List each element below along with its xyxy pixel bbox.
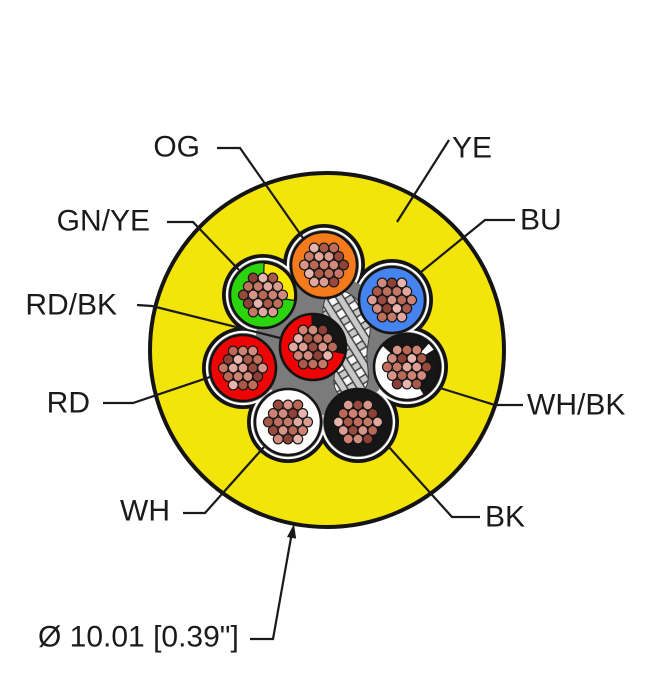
label-gn-ye: GN/YE bbox=[57, 205, 150, 238]
conductor-rd bbox=[208, 333, 278, 403]
copper-strands bbox=[287, 324, 339, 370]
leader-line-ye bbox=[396, 139, 450, 223]
diameter-label: Ø 10.01 [0.39"] bbox=[38, 621, 239, 654]
leader-line-wh bbox=[183, 446, 265, 515]
conductor-wh bbox=[253, 387, 323, 457]
leader-line-gn-ye bbox=[167, 220, 240, 271]
copper-strands bbox=[332, 399, 384, 445]
label-wh: WH bbox=[120, 495, 170, 528]
leader-line-og bbox=[217, 146, 304, 239]
conductor-og bbox=[289, 230, 359, 300]
copper-strands bbox=[237, 272, 289, 318]
leader-line-wh-bk bbox=[439, 386, 523, 407]
label-rd: RD bbox=[47, 387, 90, 420]
dimension-leader-line bbox=[250, 531, 294, 641]
conductor-bu bbox=[357, 265, 427, 335]
leader-line-bk bbox=[387, 445, 480, 519]
conductor-gn-ye bbox=[228, 260, 298, 330]
label-rd-bk: RD/BK bbox=[25, 289, 117, 322]
dimension-arrowhead bbox=[287, 524, 297, 539]
conductor-rd-bk bbox=[278, 312, 348, 382]
copper-strands bbox=[217, 345, 269, 391]
conductor-wh-bk bbox=[372, 332, 442, 402]
leader-line-rd bbox=[103, 375, 211, 405]
copper-strands bbox=[366, 277, 418, 323]
leader-line-bu bbox=[420, 218, 515, 273]
label-wh-bk: WH/BK bbox=[527, 389, 625, 422]
copper-strands bbox=[298, 242, 350, 288]
copper-strands bbox=[381, 344, 433, 390]
label-og: OG bbox=[153, 131, 200, 164]
label-ye: YE bbox=[452, 132, 492, 165]
copper-strands bbox=[262, 399, 314, 445]
label-bu: BU bbox=[520, 204, 562, 237]
conductor-bk bbox=[323, 387, 393, 457]
label-bk: BK bbox=[485, 501, 525, 534]
leader-line-rd-bk bbox=[136, 303, 281, 340]
